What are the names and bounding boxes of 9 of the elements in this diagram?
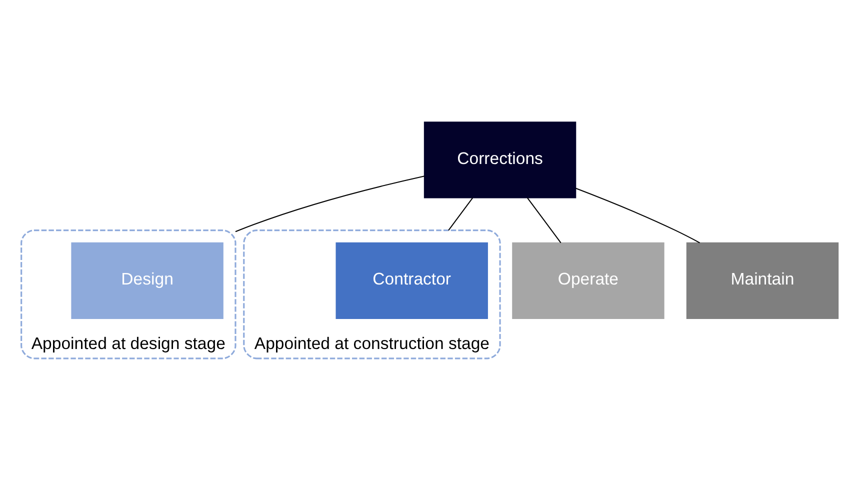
connector [235, 175, 425, 232]
node-box: Maintain [686, 242, 839, 319]
connector [527, 197, 562, 243]
connector [575, 187, 700, 243]
node-box: Corrections [424, 121, 576, 198]
node-box: Contractor [336, 242, 488, 319]
node-box: Design [71, 242, 224, 319]
connector [448, 197, 474, 230]
node-box: Operate [512, 242, 664, 319]
